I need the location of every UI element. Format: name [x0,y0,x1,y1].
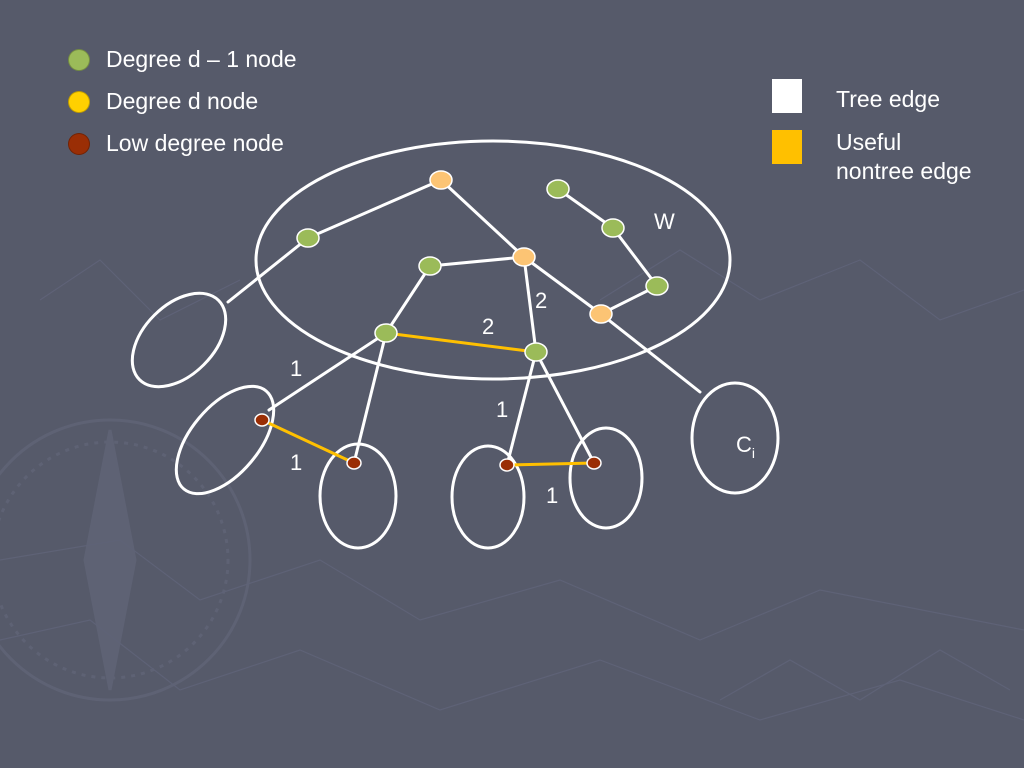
orange-node [512,247,536,267]
tree-edge [599,312,702,394]
brown-node [254,413,270,427]
tree-edge [611,226,659,288]
legend-nontree-edge-label: Useful nontree edge [836,128,972,186]
legend-low-degree: Low degree node [68,130,284,157]
region-w-ellipse [254,139,732,381]
edge-weight-label: 2 [482,314,494,339]
legend-label: Degree d – 1 node [106,46,297,72]
tree-edge [439,178,526,259]
green-node [546,179,570,199]
tree-edge [522,255,603,316]
ci-label-subscript: i [752,445,755,461]
component-ci-label: Ci [736,432,755,461]
orange-node [429,170,453,190]
brown-node [499,458,515,472]
legend-label: Low degree node [106,130,284,156]
legend-tree-edge-label: Tree edge [836,86,940,112]
legend-label: Degree d node [106,88,259,114]
ci-label-main: C [736,432,752,457]
nontree-edge-swatch [772,130,802,164]
component-ellipse-mid-right [450,444,526,550]
nontree-edge [505,461,596,467]
edge-weight-label: 1 [290,356,302,381]
edge-weight-label: 1 [290,450,302,475]
green-node-icon [68,48,90,71]
green-node [524,342,548,362]
region-w-label: W [654,209,675,234]
green-node [296,228,320,248]
tree-edge [267,331,388,412]
edge-weight-label: 1 [546,483,558,508]
brown-node-icon [68,132,90,155]
compass-watermark [0,418,252,702]
green-node [374,323,398,343]
orange-node [589,304,613,324]
edge-weight-label: 2 [535,288,547,313]
brown-node [346,456,362,470]
tree-edge [522,255,538,354]
green-node [601,218,625,238]
nontree-edge [384,331,538,354]
tree-edge [428,255,526,268]
component-ellipse-ci [690,381,780,495]
tree-edge-swatch [772,79,802,113]
legend-nontree-line2: nontree edge [836,158,972,184]
tree-edge [556,187,615,230]
green-node [418,256,442,276]
edge-weight-label: 1 [496,397,508,422]
green-node [645,276,669,296]
legend-degree-d-minus-1: Degree d – 1 node [68,46,297,73]
component-ellipse-upper-left [130,291,228,389]
component-ellipse-left [174,384,276,496]
legend-nontree-line1: Useful [836,129,902,155]
yellow-node-icon [68,90,90,113]
tree-edge [306,178,443,240]
component-ellipse-right [568,426,644,530]
tree-edge [226,236,310,304]
tree-edge [352,331,388,465]
tree-edge [534,350,596,465]
legend-degree-d: Degree d node [68,88,258,115]
tree-edge [384,264,432,335]
nontree-edge [260,418,356,465]
tree-edge [505,350,538,467]
brown-node [586,456,602,470]
